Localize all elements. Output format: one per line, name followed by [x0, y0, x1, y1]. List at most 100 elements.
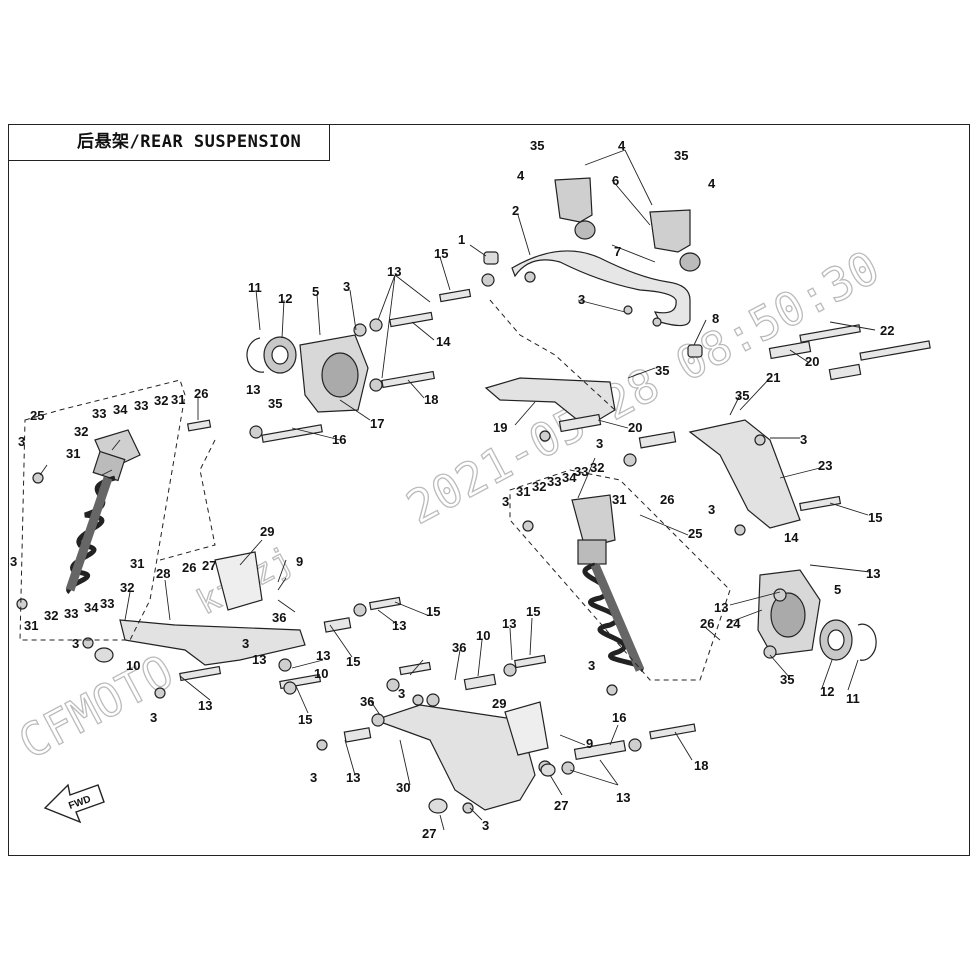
knuckle-left-bore [321, 352, 359, 398]
shock-left [65, 429, 141, 595]
callout: 29 [260, 524, 274, 539]
callout: 33 [100, 596, 114, 611]
callout: 4 [618, 138, 626, 153]
callout: 9 [296, 554, 303, 569]
callout: 28 [156, 566, 170, 581]
callout: 13 [502, 616, 516, 631]
cap-right [428, 798, 448, 814]
callout: 3 [482, 818, 489, 833]
callout: 31 [171, 392, 185, 407]
callout: 35 [674, 148, 688, 163]
callout: 13 [714, 600, 728, 615]
callout: 15 [868, 510, 882, 525]
leader-lines [39, 149, 876, 831]
stabilizer-link-bottom [687, 344, 703, 358]
shock-right [571, 494, 645, 672]
callout: 33 [134, 398, 148, 413]
callout: 14 [784, 530, 799, 545]
fwd-arrow: FWD [43, 783, 105, 824]
callout: 36 [452, 640, 466, 655]
callout: 3 [150, 710, 157, 725]
callout: 34 [84, 600, 99, 615]
bearing-left-inner [271, 345, 289, 365]
callout-labels: 1 2 3 4 4 4 35 35 6 7 8 11 12 5 3 13 15 … [10, 138, 894, 841]
callout: 13 [198, 698, 212, 713]
callout: 33 [64, 606, 78, 621]
callout: 15 [346, 654, 360, 669]
cap-left [94, 647, 114, 663]
circlip-right [857, 623, 877, 661]
callout: 9 [586, 736, 593, 751]
bolts [179, 288, 931, 760]
diagram-title: 后悬架/REAR SUSPENSION [8, 124, 330, 161]
callout: 11 [846, 691, 860, 706]
stabilizer-bracket-left [554, 177, 593, 223]
callout: 13 [616, 790, 630, 805]
callout: 3 [72, 636, 79, 651]
callout: 3 [18, 434, 25, 449]
callout: 32 [44, 608, 58, 623]
callout: 26 [182, 560, 196, 575]
callout: 26 [700, 616, 714, 631]
circlip-left [246, 337, 265, 373]
callout: 36 [360, 694, 374, 709]
callout: 27 [202, 558, 216, 573]
callout: 15 [426, 604, 440, 619]
callout: 3 [502, 494, 509, 509]
callout: 27 [422, 826, 436, 841]
callout: 35 [530, 138, 544, 153]
callout: 32 [532, 479, 546, 494]
callout: 12 [820, 684, 834, 699]
callout: 3 [800, 432, 807, 447]
callout: 3 [588, 658, 595, 673]
guard-plate-left [214, 551, 263, 611]
callout: 2 [512, 203, 519, 218]
callout: 3 [343, 279, 350, 294]
knuckle-right-bore [770, 592, 806, 638]
callout: 3 [398, 686, 405, 701]
callout: 5 [312, 284, 319, 299]
callout: 6 [612, 173, 619, 188]
stabilizer-bar [511, 250, 691, 327]
callout: 22 [880, 323, 894, 338]
callout: 26 [660, 492, 674, 507]
callout: 13 [346, 770, 360, 785]
callout: 23 [818, 458, 832, 473]
callout: 31 [24, 618, 38, 633]
callout: 18 [424, 392, 438, 407]
callout: 3 [310, 770, 317, 785]
group-outlines [19, 299, 731, 681]
lower-arm-left [119, 619, 306, 666]
callout: 25 [688, 526, 702, 541]
callout: 26 [194, 386, 208, 401]
bearing-right-inner [827, 629, 845, 651]
callout: 8 [712, 311, 719, 326]
lower-arm-right [373, 704, 536, 811]
callout: 5 [834, 582, 841, 597]
callout: 32 [74, 424, 88, 439]
callout: 3 [242, 636, 249, 651]
callout: 10 [476, 628, 490, 643]
bushing-left [574, 220, 596, 240]
callout: 35 [655, 363, 669, 378]
callout: 3 [10, 554, 17, 569]
callout: 3 [578, 292, 585, 307]
callout: 10 [126, 658, 140, 673]
callout: 32 [590, 460, 604, 475]
callout: 13 [866, 566, 880, 581]
callout: 16 [612, 710, 626, 725]
callout: 29 [492, 696, 506, 711]
callout: 15 [298, 712, 312, 727]
callout: 35 [735, 388, 749, 403]
callout: 15 [434, 246, 448, 261]
callout: 25 [30, 408, 44, 423]
callout: 34 [562, 470, 577, 485]
callout: 31 [66, 446, 80, 461]
callout: 20 [805, 354, 819, 369]
callout: 7 [614, 244, 621, 259]
callout: 11 [248, 280, 262, 295]
callout: 13 [316, 648, 330, 663]
callout: 14 [436, 334, 451, 349]
callout: 1 [458, 232, 465, 247]
